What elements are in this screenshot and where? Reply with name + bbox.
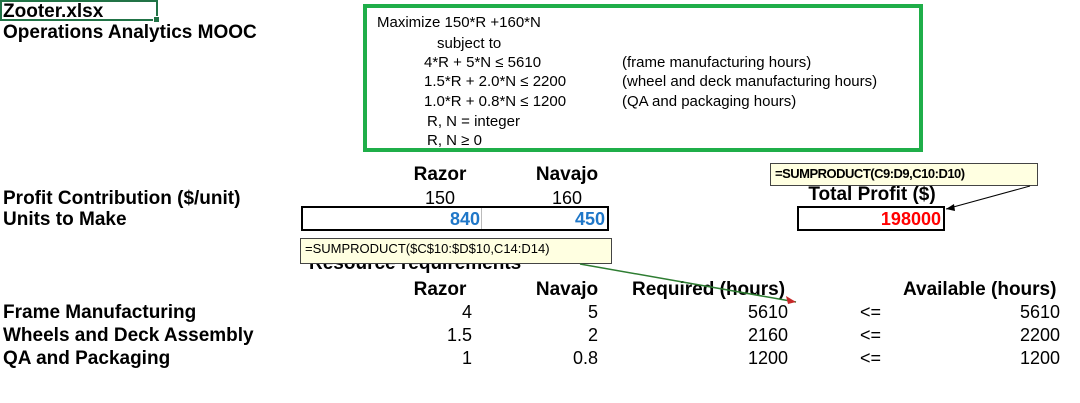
res-row-3-op[interactable]: <=: [860, 348, 882, 368]
res-row-1-required[interactable]: 5610: [747, 302, 788, 322]
res-row-3-available[interactable]: 1200: [1019, 348, 1060, 368]
constraint-3-expr: 1.0*R + 0.8*N ≤ 1200: [424, 93, 567, 110]
res-row-2-navajo[interactable]: 2: [587, 325, 598, 345]
res-row-2-op[interactable]: <=: [860, 325, 882, 345]
profit-navajo[interactable]: 160: [551, 188, 583, 208]
res-row-1-op[interactable]: <=: [860, 302, 882, 322]
total-profit-label[interactable]: Total Profit ($): [808, 184, 936, 205]
res-row-1-available[interactable]: 5610: [1019, 302, 1060, 322]
active-cell-selection[interactable]: [0, 0, 160, 23]
res-row-2-razor[interactable]: 1.5: [446, 325, 472, 345]
res-header-razor[interactable]: Razor: [413, 279, 467, 300]
course-title-cell[interactable]: Operations Analytics MOOC: [3, 22, 257, 43]
res-row-3-navajo[interactable]: 0.8: [572, 348, 598, 368]
required-arrow-line: [579, 263, 797, 303]
cell-divider: [481, 208, 482, 229]
res-row-2-label[interactable]: Wheels and Deck Assembly: [3, 325, 254, 346]
profit-label[interactable]: Profit Contribution ($/unit): [3, 188, 241, 209]
res-row-3-razor[interactable]: 1: [461, 348, 472, 368]
file-name-cell[interactable]: Zooter.xlsx: [3, 1, 104, 22]
res-row-3-label[interactable]: QA and Packaging: [3, 348, 171, 369]
total-profit-value[interactable]: 198000: [880, 209, 941, 229]
nonneg-constraint: R, N ≥ 0: [427, 132, 482, 149]
total-arrow-head: [946, 204, 955, 211]
total-profit-box[interactable]: 198000: [797, 206, 945, 231]
res-row-3-required[interactable]: 1200: [747, 348, 788, 368]
total-arrow-line: [945, 185, 1031, 210]
profit-razor[interactable]: 150: [424, 188, 456, 208]
required-formula-tooltip: =SUMPRODUCT($C$10:$D$10,C14:D14): [300, 238, 612, 264]
units-range-box[interactable]: 840 450: [301, 206, 609, 231]
res-header-navajo[interactable]: Navajo: [535, 279, 599, 300]
res-row-1-label[interactable]: Frame Manufacturing: [3, 302, 197, 323]
integer-constraint: R, N = integer: [427, 113, 520, 130]
total-profit-formula-tooltip: =SUMPRODUCT(C9:D9,C10:D10): [770, 163, 1038, 186]
fill-handle[interactable]: [153, 16, 160, 23]
header-navajo[interactable]: Navajo: [535, 164, 599, 185]
subject-to-text: subject to: [437, 35, 502, 52]
res-row-1-navajo[interactable]: 5: [587, 302, 598, 322]
res-row-1-razor[interactable]: 4: [461, 302, 472, 322]
res-row-2-required[interactable]: 2160: [747, 325, 788, 345]
required-arrow-head: [786, 296, 796, 304]
objective-text: Maximize 150*R +160*N: [377, 14, 541, 31]
res-row-2-available[interactable]: 2200: [1019, 325, 1060, 345]
constraint-3-note: (QA and packaging hours): [622, 93, 797, 110]
constraint-2-note: (wheel and deck manufacturing hours): [622, 73, 878, 90]
units-razor[interactable]: 840: [449, 209, 480, 229]
constraint-1-note: (frame manufacturing hours): [622, 54, 812, 71]
model-formulation-box[interactable]: Maximize 150*R +160*N subject to 4*R + 5…: [363, 4, 923, 152]
constraint-2-expr: 1.5*R + 2.0*N ≤ 2200: [424, 73, 567, 90]
constraint-1-expr: 4*R + 5*N ≤ 5610: [424, 54, 542, 71]
units-label[interactable]: Units to Make: [3, 209, 127, 230]
header-razor[interactable]: Razor: [413, 164, 467, 185]
res-header-available[interactable]: Available (hours): [903, 279, 1057, 300]
res-header-required[interactable]: Required (hours): [632, 279, 786, 300]
units-navajo[interactable]: 450: [574, 209, 605, 229]
